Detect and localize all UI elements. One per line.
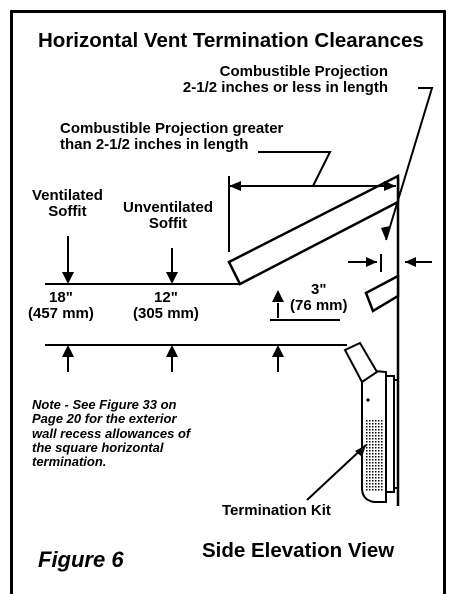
dimension-projection: 3" (76 mm) [290, 281, 348, 314]
termination-kit-leader [306, 444, 367, 501]
label-unventilated-soffit: Unventilated Soffit [123, 199, 214, 232]
dimension-unventilated: 12" (305 mm) [133, 289, 199, 322]
label-projection-long: Combustible Projection greater than 2-1/… [60, 120, 284, 153]
label-projection-short: Combustible Projection 2-1/2 inches or l… [182, 63, 388, 96]
figure-frame [10, 10, 446, 594]
label-ventilated-soffit: Ventilated Soffit [32, 187, 103, 220]
dimension-ventilated: 18" (457 mm) [28, 289, 94, 322]
long-projection [227, 173, 400, 286]
label-termination-kit: Termination Kit [222, 502, 331, 519]
figure-label: Figure 6 [38, 547, 124, 572]
long-projection-leader [258, 151, 332, 187]
diagram-title: Horizontal Vent Termination Clearances [38, 29, 424, 52]
note-text: Note - See Figure 33 on Page 20 for the … [32, 397, 191, 470]
termination-kit-top [343, 341, 379, 384]
termination-kit-mesh [366, 420, 384, 492]
short-projection [364, 273, 400, 313]
view-label: Side Elevation View [202, 539, 395, 562]
short-projection-leader [385, 87, 434, 241]
